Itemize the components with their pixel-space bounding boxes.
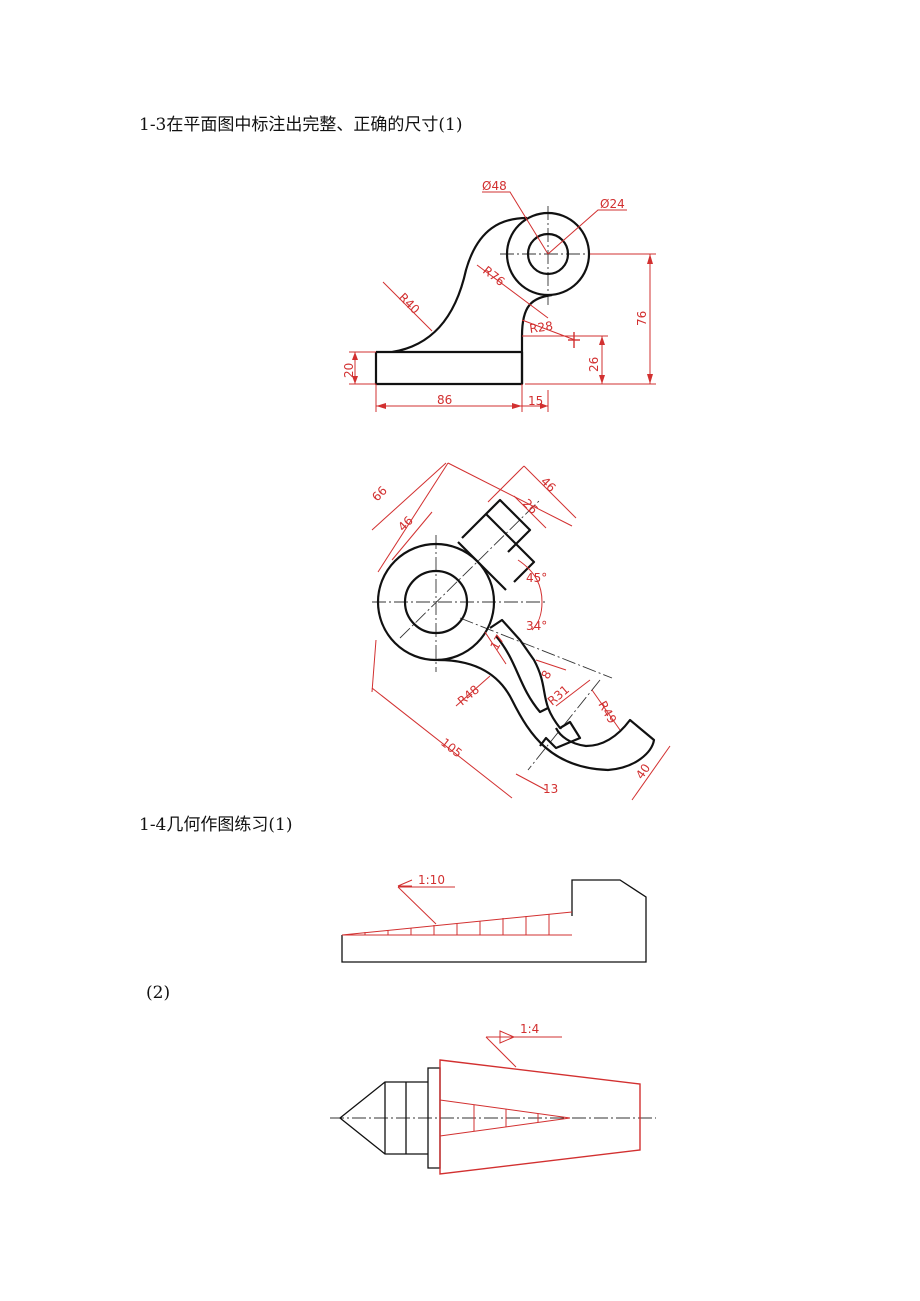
dim-20: 20 xyxy=(342,363,356,378)
dim-r40: R40 xyxy=(396,290,423,317)
cone-tip xyxy=(338,1067,441,1169)
dim-d48: Ø48 xyxy=(482,179,507,193)
dim-r31: R31 xyxy=(545,682,572,708)
sub-heading-2: (2) xyxy=(146,983,171,1003)
inner-circle xyxy=(526,232,570,276)
dim-13: 13 xyxy=(543,782,558,796)
dim-17: 17 xyxy=(487,632,507,652)
section-heading-1-3: 1-3在平面图中标注出完整、正确的尺寸(1) xyxy=(139,115,463,135)
section-heading-1-4: 1-4几何作图练习(1) xyxy=(139,815,293,835)
drawing-2: 66 46 46 26 45° 34° 17 8 R48 R31 R49 105… xyxy=(369,462,671,801)
dim-105: 105 xyxy=(438,735,465,760)
dim-26: 26 xyxy=(520,496,541,517)
dim-26: 26 xyxy=(587,357,601,372)
slope-label: 1:10 xyxy=(418,873,445,887)
dim-66: 66 xyxy=(369,483,390,504)
dim-15: 15 xyxy=(528,394,543,408)
dim-46a: 46 xyxy=(395,513,416,534)
dim-d24: Ø24 xyxy=(600,197,625,211)
dim-r28: R28 xyxy=(528,319,553,336)
top-arm xyxy=(457,498,536,591)
inner-circle-2 xyxy=(403,569,469,635)
wedge-outline xyxy=(341,879,647,963)
drawing-4: 1:4 xyxy=(330,1022,656,1175)
drawing-1: Ø48 Ø24 R76 R40 R28 76 26 20 xyxy=(342,179,656,412)
dim-ang-45: 45° xyxy=(526,571,547,585)
taper-outline xyxy=(439,1059,641,1175)
dim-46b: 46 xyxy=(538,474,559,495)
dim-ang-34: 34° xyxy=(526,619,547,633)
taper-label: 1:4 xyxy=(520,1022,539,1036)
lower-arm xyxy=(437,618,656,772)
dim-r49: R49 xyxy=(595,699,619,726)
outer-circle-2 xyxy=(376,542,496,662)
drawing-3: 1:10 xyxy=(341,873,647,963)
dim-40: 40 xyxy=(633,761,653,782)
dim-76: 76 xyxy=(635,311,649,326)
dim-86: 86 xyxy=(437,393,452,407)
